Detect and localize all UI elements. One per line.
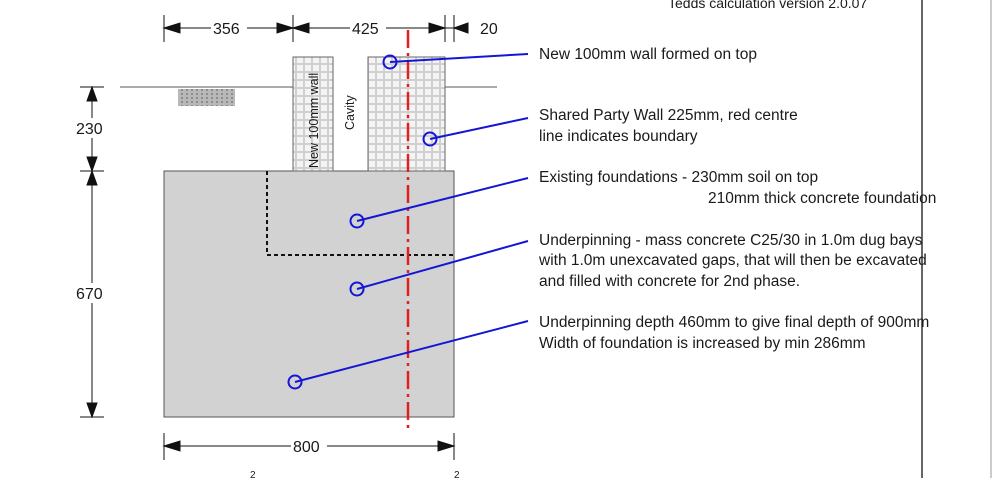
left-lower-dimension: 670: [76, 286, 103, 303]
annotation-underpinning-line-3: and filled with concrete for 2nd phase.: [539, 273, 800, 290]
dim-bg: [211, 18, 247, 36]
annotation-underpinning-line-1: Underpinning - mass concrete C25/30 in 1…: [539, 232, 923, 249]
leader-line-1: [389, 53, 529, 63]
left-upper-dimension: 230: [76, 121, 103, 138]
party-wall: [367, 56, 446, 172]
dim-bg: [291, 437, 327, 455]
marker-circle-5: [287, 374, 303, 390]
marker-circle-3: [349, 213, 365, 229]
footer-mark: 2: [250, 470, 256, 478]
annotation-party-wall-line-1: Shared Party Wall 225mm, red centre: [539, 107, 798, 124]
dim-bg: [350, 18, 386, 36]
soil-hatch: [178, 89, 235, 106]
leader-line-3: [356, 177, 529, 222]
annotation-party-wall-line-2: line indicates boundary: [539, 128, 698, 145]
marker-circle-4: [349, 281, 365, 297]
foundation-block: [163, 170, 455, 418]
annotation-existing-foundations-line-2: 210mm thick concrete foundation: [708, 190, 936, 207]
annotation-underpinning-line-2: with 1.0m unexcavated gaps, that will th…: [538, 252, 927, 269]
leader-line-5: [294, 320, 529, 383]
new-wall-label: New 100mm wall: [307, 73, 321, 168]
bottom-dimension: 800: [293, 439, 320, 456]
top-dimension-line: [162, 15, 469, 42]
annotation-depth-line-2: Width of foundation is increased by min …: [539, 335, 866, 352]
top-right-dimension: 20: [480, 21, 498, 38]
marker-circle-1: [382, 54, 398, 70]
annotation-existing-foundations-line-1: Existing foundations - 230mm soil on top: [539, 169, 818, 186]
dim-bg: [72, 118, 112, 138]
leader-line-2: [429, 117, 529, 140]
marker-circle-2: [422, 131, 438, 147]
leader-line-4: [356, 240, 529, 290]
annotation-depth-line-1: Underpinning depth 460mm to give final d…: [539, 314, 929, 331]
existing-foundation-outline: [266, 171, 454, 256]
dim-bg: [72, 283, 112, 303]
version-header: Tedds calculation version 2.0.07: [668, 0, 867, 11]
top-mid-dimension: 425: [352, 21, 379, 38]
new-100mm-wall: [292, 56, 334, 172]
left-dimension-line: [80, 85, 104, 419]
top-left-dimension: 356: [213, 21, 240, 38]
cavity-label: Cavity: [343, 95, 357, 130]
annotation-new-wall: New 100mm wall formed on top: [539, 46, 757, 63]
footer-mark: 2: [454, 470, 460, 478]
